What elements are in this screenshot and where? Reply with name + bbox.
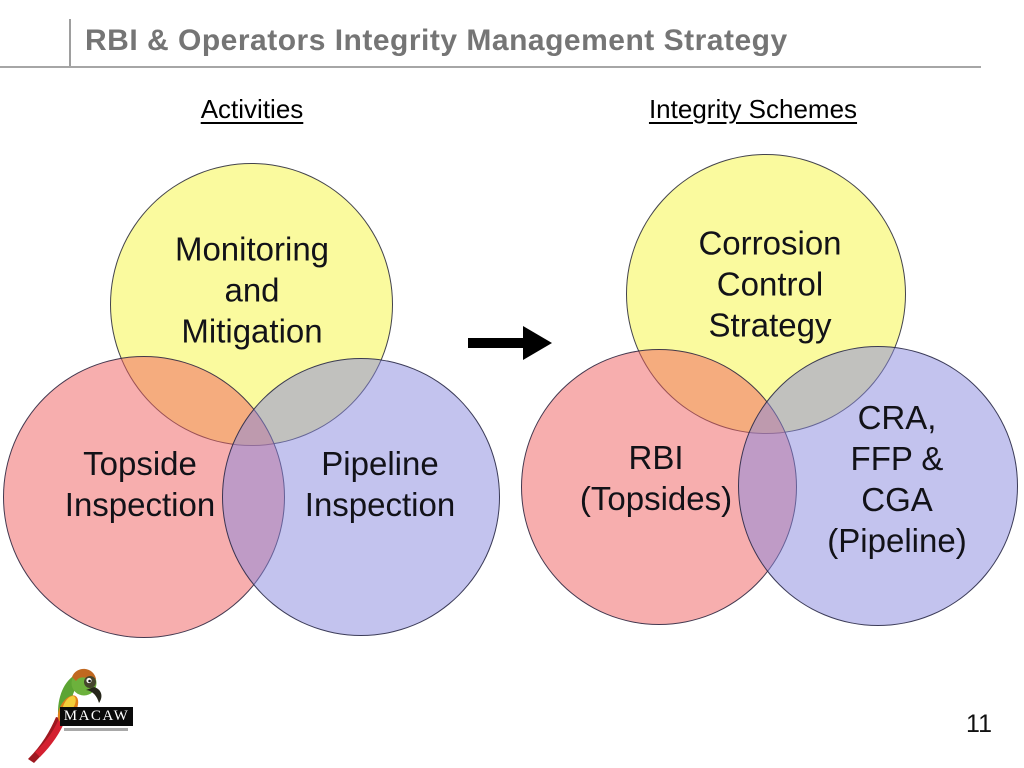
slide-title: RBI & Operators Integrity Management Str…: [85, 24, 788, 57]
column-header-integrity-schemes: Integrity Schemes: [648, 94, 858, 124]
venn-schemes-top-label: Corrosion Control Strategy: [698, 224, 842, 344]
venn-schemes-bottom-right-label: CRA, FFP & CGA (Pipeline): [827, 399, 967, 559]
logo-tagline-bar: [64, 728, 128, 731]
logo-wordmark: MACAW: [60, 707, 133, 726]
venn-activities-top-label: Monitoring and Mitigation: [174, 230, 330, 350]
page-number: 11: [966, 710, 992, 738]
right-arrow-icon: [468, 326, 552, 360]
venn-activities-bottom-right-circle: [222, 358, 500, 636]
venn-activities-bottom-left-label: Topside Inspection: [64, 445, 216, 523]
title-accent-line: [69, 19, 71, 67]
title-divider: [0, 66, 981, 68]
column-header-activities: Activities: [200, 94, 304, 124]
macaw-logo: MACAW: [20, 663, 140, 768]
venn-schemes-bottom-right-circle: [738, 346, 1018, 626]
venn-schemes-bottom-left-label: RBI (Topsides): [579, 439, 733, 517]
venn-activities-bottom-right-label: Pipeline Inspection: [304, 445, 456, 523]
